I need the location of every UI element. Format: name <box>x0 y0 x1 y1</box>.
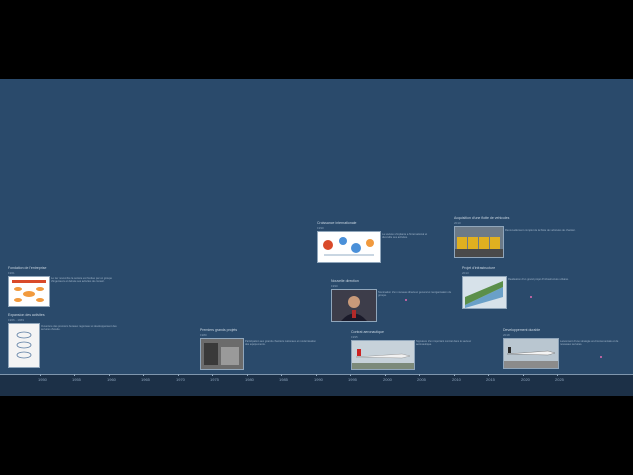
tick-label: 1985 <box>279 374 288 382</box>
event-text: Ouverture des premiers bureaux regionaux… <box>41 325 117 332</box>
event-marker <box>405 299 407 301</box>
tick-label: 1960 <box>107 374 116 382</box>
event-title: Croissance internationale <box>317 221 357 225</box>
event-thumbnail[interactable] <box>200 338 244 370</box>
aircraft-icon <box>352 341 414 369</box>
tick-label: 1990 <box>314 374 323 382</box>
event-date: 1966 - 1969 <box>8 318 25 322</box>
tick-label: 1955 <box>72 374 81 382</box>
event-date: 2018 <box>503 333 510 337</box>
event-date: 1961 <box>8 271 15 275</box>
tick-label: 2015 <box>486 374 495 382</box>
tick-label: 1995 <box>348 374 357 382</box>
event-thumbnail[interactable] <box>317 231 381 263</box>
aircraft-icon <box>504 339 558 368</box>
event-text: Signature d'un important contrat dans le… <box>416 340 472 347</box>
event-text: Le 1er novembre la societe est fondee pa… <box>51 277 112 284</box>
event-text: Nomination d'un nouveau directeur genera… <box>378 291 452 298</box>
event-date: 1990 <box>331 284 338 288</box>
diagram-icon <box>318 232 380 262</box>
document-icon <box>9 324 39 367</box>
timeline-axis <box>0 374 633 396</box>
tick-label: 2025 <box>555 374 564 382</box>
event-text: Participation aux grands chantiers natio… <box>245 340 316 347</box>
tick-label: 1950 <box>38 374 47 382</box>
tick-label: 2000 <box>383 374 392 382</box>
event-title: Nouvelle direction <box>331 279 359 283</box>
event-thumbnail[interactable] <box>8 276 50 307</box>
event-title: Contrat aeronautique <box>351 330 384 334</box>
tick-label: 2010 <box>452 374 461 382</box>
event-text: Lancement d'une strategie environnementa… <box>560 340 619 347</box>
tick-label: 1975 <box>210 374 219 382</box>
event-title: Projet d'infrastructure <box>462 266 496 270</box>
tick-label: 1970 <box>176 374 185 382</box>
event-date: 1980 <box>200 333 207 337</box>
event-marker <box>530 296 532 298</box>
building-icon <box>463 277 506 308</box>
trucks-icon <box>455 227 503 257</box>
tick-label: 2020 <box>521 374 530 382</box>
event-marker <box>600 356 602 358</box>
event-thumbnail[interactable] <box>503 338 559 369</box>
timeline-canvas <box>0 79 633 374</box>
event-thumbnail[interactable] <box>331 289 377 322</box>
event-title: Fondation de l'entreprise <box>8 266 47 270</box>
event-thumbnail[interactable] <box>351 340 415 370</box>
event-title: Acquisition d'une flotte de vehicules <box>454 216 510 220</box>
event-date: 2010 <box>454 221 461 225</box>
event-date: 1990 <box>317 226 324 230</box>
event-thumbnail[interactable] <box>8 323 40 368</box>
tick-label: 1980 <box>245 374 254 382</box>
mind-map-icon <box>9 277 49 306</box>
event-title: Expansion des activites <box>8 313 45 317</box>
event-title: Premiers grands projets <box>200 328 238 332</box>
photo-workers-icon <box>201 339 243 369</box>
tick-label: 1965 <box>141 374 150 382</box>
event-text: Realisation d'un grand projet d'infrastr… <box>508 278 569 281</box>
event-text: La societe s'implante a l'international … <box>382 233 428 240</box>
event-thumbnail[interactable] <box>454 226 504 258</box>
event-thumbnail[interactable] <box>462 276 507 309</box>
tick-label: 2005 <box>417 374 426 382</box>
event-text: Renouvellement complet de la flotte de v… <box>505 229 576 232</box>
event-date: 2013 <box>462 271 469 275</box>
portrait-icon <box>332 290 376 321</box>
event-title: Developpement durable <box>503 328 541 332</box>
event-date: 1995 <box>351 335 358 339</box>
